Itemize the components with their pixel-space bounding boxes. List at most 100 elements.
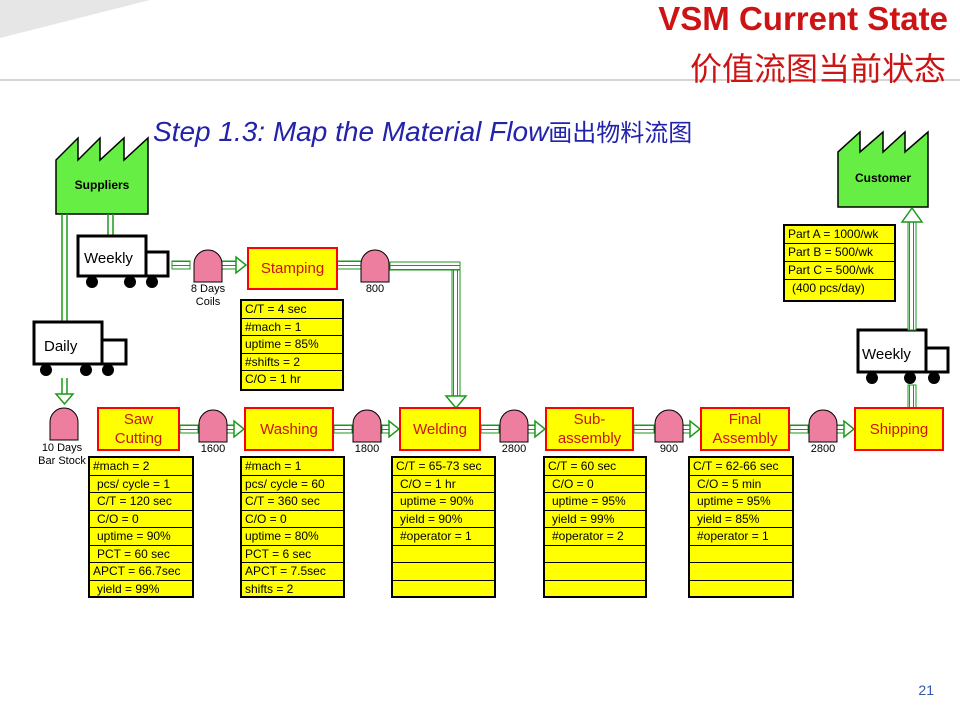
inventory-coils-icon — [193, 249, 223, 283]
inventory-bar-stock-type: Bar Stock — [38, 455, 86, 467]
inventory-900-icon — [654, 409, 684, 443]
data-row: uptime = 85% — [242, 336, 342, 354]
process-welding-label: Welding — [413, 420, 467, 438]
data-row: #mach = 2 — [90, 458, 192, 476]
data-row — [393, 563, 494, 581]
data-row: C/O = 5 min — [690, 476, 792, 493]
data-box-final-assembly: C/T = 62-66 sec C/O = 5 min uptime = 95%… — [688, 456, 794, 598]
data-row — [393, 581, 494, 599]
supplier-factory-icon — [55, 136, 149, 215]
inventory-2800a-label: 2800 — [501, 443, 527, 455]
data-box-washing: #mach = 1 pcs/ cycle = 60 C/T = 360 sec … — [240, 456, 345, 598]
process-welding: Welding — [399, 407, 481, 451]
inventory-2800b-label: 2800 — [810, 443, 836, 455]
data-box-subassembly: C/T = 60 sec C/O = 0 uptime = 95% yield … — [543, 456, 647, 598]
data-row: C/T = 65-73 sec — [393, 458, 494, 476]
data-row: C/O = 1 hr — [393, 476, 494, 493]
inventory-1600-icon — [198, 409, 228, 443]
data-row: yield = 85% — [690, 511, 792, 528]
push-arrows — [171, 255, 856, 439]
daily-truck-icon — [32, 320, 128, 376]
data-row — [690, 581, 792, 599]
demand-row: Part C = 500/wk — [785, 262, 894, 280]
supplier-truck-label: Weekly — [84, 250, 133, 267]
shipping-to-customer-arrow — [900, 206, 924, 331]
data-row — [545, 581, 645, 599]
data-row — [545, 546, 645, 563]
data-row: pcs/ cycle = 1 — [90, 476, 192, 493]
data-row: #operator = 1 — [393, 528, 494, 546]
inventory-bar-stock-label: 10 Days Bar Stock — [30, 442, 94, 468]
data-row: PCT = 60 sec — [90, 546, 192, 563]
process-subassembly: Sub- assembly — [545, 407, 634, 451]
shipping-truck-connector — [907, 384, 917, 410]
inventory-icons — [49, 249, 838, 443]
process-stamping-label: Stamping — [260, 260, 325, 277]
process-washing: Washing — [244, 407, 334, 451]
customer-label: Customer — [854, 171, 911, 185]
inventory-1600-label: 1600 — [200, 443, 226, 455]
corner-decoration — [0, 0, 150, 38]
demand-row: (400 pcs/day) — [792, 281, 865, 295]
data-row: C/O = 1 hr — [245, 372, 301, 386]
data-row: uptime = 95% — [545, 493, 645, 511]
demand-row: Part B = 500/wk — [785, 244, 894, 262]
title-english: VSM Current State — [658, 0, 948, 37]
data-row — [690, 563, 792, 581]
inventory-800-icon — [360, 249, 390, 283]
data-row: #operator = 1 — [690, 528, 792, 546]
demand-row: Part A = 1000/wk — [785, 226, 894, 244]
inventory-coils-type: Coils — [195, 296, 221, 308]
inventory-1800-icon — [352, 409, 382, 443]
data-row: uptime = 90% — [90, 528, 192, 546]
data-row: pcs/ cycle = 60 — [242, 476, 343, 493]
process-saw-label: Saw Cutting — [114, 411, 163, 447]
data-row: C/O = 0 — [90, 511, 192, 528]
data-row: C/T = 4 sec — [242, 301, 342, 319]
data-row: APCT = 66.7sec — [90, 563, 192, 581]
process-final-label: Final Assembly — [712, 411, 778, 447]
data-row: C/T = 62-66 sec — [690, 458, 792, 476]
process-washing-label: Washing — [260, 420, 318, 438]
inventory-800-label: 800 — [365, 283, 385, 295]
inventory-coils-days: 8 Days — [190, 283, 226, 295]
step-title-en: Step 1.3: Map the Material Flow — [153, 116, 549, 147]
data-row: PCT = 6 sec — [242, 546, 343, 563]
inventory-bar-stock-icon — [49, 407, 79, 441]
data-row: C/T = 60 sec — [545, 458, 645, 476]
data-row: #shifts = 2 — [242, 354, 342, 371]
process-final-assembly: Final Assembly — [700, 407, 790, 451]
process-shipping: Shipping — [854, 407, 944, 451]
process-saw-cutting: Saw Cutting — [97, 407, 180, 451]
step-title-zh: 画出物料流图 — [548, 119, 693, 147]
supplier-to-daily-shipment-line — [54, 214, 75, 406]
supplier-label: Suppliers — [74, 178, 130, 192]
data-row: APCT = 7.5sec — [242, 563, 343, 581]
data-row — [545, 563, 645, 581]
customer-factory-icon — [837, 130, 929, 208]
data-row: #operator = 2 — [545, 528, 645, 546]
process-shipping-label: Shipping — [869, 420, 929, 438]
data-row: #mach = 1 — [242, 319, 342, 336]
process-stamping: Stamping — [247, 247, 338, 290]
data-row: yield = 99% — [97, 581, 160, 596]
data-row: C/O = 0 — [242, 511, 343, 528]
data-row: C/O = 0 — [545, 476, 645, 493]
inventory-bar-stock-days: 10 Days — [41, 442, 83, 454]
title-chinese: 价值流图当前状态 — [689, 50, 946, 88]
data-box-saw-cutting: #mach = 2 pcs/ cycle = 1 C/T = 120 sec C… — [88, 456, 194, 598]
inventory-1800-label: 1800 — [354, 443, 380, 455]
inventory-2800b-icon — [808, 409, 838, 443]
daily-truck-label: Daily — [44, 338, 78, 355]
inventory-coils-label: 8 Days Coils — [184, 283, 232, 309]
data-row: C/T = 120 sec — [90, 493, 192, 511]
data-row: shifts = 2 — [245, 581, 294, 596]
inventory-2800a-icon — [499, 409, 529, 443]
data-row: C/T = 360 sec — [242, 493, 343, 511]
data-row: #mach = 1 — [242, 458, 343, 476]
step-title: Step 1.3: Map the Material Flow画出物料流图 — [153, 113, 692, 148]
data-row: uptime = 95% — [690, 493, 792, 511]
data-box-stamping: C/T = 4 sec #mach = 1 uptime = 85% #shif… — [240, 299, 344, 391]
customer-demand-box: Part A = 1000/wk Part B = 500/wk Part C … — [783, 224, 896, 302]
